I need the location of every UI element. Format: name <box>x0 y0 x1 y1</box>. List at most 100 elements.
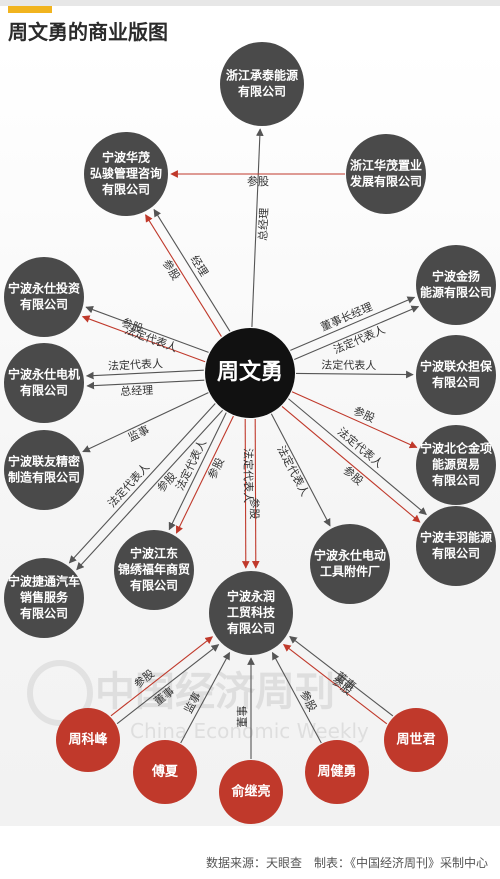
node-label-zhejiang_chengtai-1: 有限公司 <box>238 84 286 99</box>
edge-label-25: 董事 <box>236 706 249 728</box>
node-label-yongshi_motor-0: 宁波永仕电机 <box>8 367 80 382</box>
edge-center-lianzhong-10 <box>295 370 414 379</box>
edge-label-19: 法定代表人 <box>274 443 312 498</box>
edge-zhou_kefeng-yongrun-23 <box>116 644 220 725</box>
node-circle-yongrun <box>209 571 293 655</box>
edge-label-2: 经理 <box>188 253 211 279</box>
node-label-fengyu-0: 宁波丰羽能源 <box>420 530 492 545</box>
edge-center-yongshi_motor-9 <box>85 369 204 380</box>
edge-center-yongshi_invest-4 <box>85 305 209 353</box>
edge-center-jiangdong-16 <box>168 412 227 531</box>
edge-center-jinyang-6 <box>290 296 416 351</box>
node-zhou_jianyong: 周健勇 <box>305 740 369 804</box>
edge-label-17: 法定代表人 <box>241 448 255 503</box>
watermark-logo <box>27 660 93 726</box>
node-label-ningbo_huamao-2: 有限公司 <box>102 182 150 197</box>
edge-zhou_kefeng-yongrun-22 <box>110 636 214 717</box>
nodes: 周文勇浙江承泰能源有限公司宁波华茂弘骏管理咨询有限公司浙江华茂置业发展有限公司宁… <box>4 42 496 824</box>
node-zhou_shijun: 周世君 <box>384 708 448 772</box>
node-circle-yu_jiliang <box>219 760 283 824</box>
edge-center-yongrun-17 <box>251 418 260 569</box>
node-label-zhou_kefeng-0: 周科峰 <box>68 732 108 748</box>
edge-center-jietong-13 <box>76 409 224 571</box>
node-circle-ningbo_huamao <box>84 132 168 216</box>
edge-fu_xia-yongrun-24 <box>180 651 231 744</box>
top-bar <box>0 0 500 6</box>
edge-label-1: 参股 <box>247 174 269 188</box>
edge-center-ningbo_huamao-2 <box>153 208 231 332</box>
node-circle-fu_xia <box>133 740 197 804</box>
watermark-en: China Economic Weekly <box>130 719 369 743</box>
watermark-cn: 中国经济周刊 <box>95 669 335 715</box>
edge-center-jietong-14 <box>68 403 216 564</box>
node-label-jinyang-0: 宁波金扬 <box>432 269 480 284</box>
node-label-ningbo_huamao-1: 弘骏管理咨询 <box>90 166 162 181</box>
edge-center-jiangdong-15 <box>175 415 234 534</box>
node-label-beilun-0: 宁波北仑金项 <box>420 441 492 456</box>
node-label-fengyu-1: 有限公司 <box>432 546 480 561</box>
node-label-yongshi_tools-1: 工具附件厂 <box>320 564 380 579</box>
node-circle-jinyang <box>416 245 496 325</box>
node-label-jiangdong-2: 有限公司 <box>130 578 178 593</box>
node-label-jinyang-1: 能源有限公司 <box>420 285 492 300</box>
node-zhou_kefeng: 周科峰 <box>56 708 120 772</box>
edge-center-lianyou-11 <box>82 392 209 453</box>
node-label-yongshi_motor-1: 有限公司 <box>20 383 68 398</box>
node-label-yongshi_invest-1: 有限公司 <box>20 297 68 312</box>
edge-center-fengyu-20 <box>288 398 427 516</box>
edge-zhou_shijun-yongrun-28 <box>289 636 394 717</box>
node-label-yongshi_invest-0: 宁波永仕投资 <box>8 281 80 296</box>
node-label-lianyou-1: 制造有限公司 <box>8 470 80 485</box>
node-label-zhejiang_chengtai-0: 浙江承泰能源 <box>226 68 298 83</box>
edge-zhou_shijun-yongrun-27 <box>283 643 388 725</box>
node-label-lianzhong-1: 有限公司 <box>432 375 480 390</box>
node-label-ningbo_huamao-0: 宁波华茂 <box>102 150 150 165</box>
edge-label-9: 法定代表人 <box>108 356 164 373</box>
node-label-yongrun-0: 宁波永润 <box>227 589 275 604</box>
node-label-yongshi_tools-0: 宁波永仕电动 <box>314 548 386 563</box>
edge-label-3: 参股 <box>160 257 184 283</box>
node-circle-zhou_kefeng <box>56 708 120 772</box>
node-label-lianyou-0: 宁波联友精密 <box>8 454 80 469</box>
edge-center-yongshi_motor-8 <box>86 379 205 390</box>
node-circle-lianzhong <box>416 335 496 415</box>
node-label-yongrun-2: 有限公司 <box>227 621 275 636</box>
node-label-center-0: 周文勇 <box>217 359 283 385</box>
edge-label-0: 总经理 <box>256 208 271 242</box>
edge-label-21: 参股 <box>340 463 366 488</box>
edge-label-8: 总经理 <box>120 383 154 399</box>
edge-label-18: 参股 <box>248 497 262 519</box>
node-circle-yongshi_invest <box>4 257 84 337</box>
edge-label-14: 法定代表人 <box>105 460 152 510</box>
node-label-zhejiang_huamao-0: 浙江华茂置业 <box>350 158 422 173</box>
node-label-jietong-1: 销售服务 <box>20 590 69 605</box>
edge-center-ningbo_huamao-3 <box>145 214 222 337</box>
node-label-jietong-0: 宁波捷通汽车 <box>8 574 80 589</box>
node-circle-zhou_shijun <box>384 708 448 772</box>
node-circle-center <box>205 328 295 418</box>
node-circle-yongshi_tools <box>310 524 390 604</box>
node-label-lianzhong-0: 宁波联众担保 <box>420 359 493 374</box>
node-circle-zhou_jianyong <box>305 740 369 804</box>
edge-center-fengyu-21 <box>281 405 421 523</box>
node-circle-beilun <box>416 425 496 505</box>
node-label-fu_xia-0: 傅夏 <box>151 764 179 780</box>
edge-label-7: 法定代表人 <box>331 322 387 356</box>
edges <box>68 128 427 759</box>
node-label-yu_jiliang-0: 俞继亮 <box>230 784 270 800</box>
edge-center-beilun-12 <box>291 391 418 449</box>
node-circle-lianyou <box>4 430 84 510</box>
edge-label-12: 参股 <box>351 403 377 425</box>
